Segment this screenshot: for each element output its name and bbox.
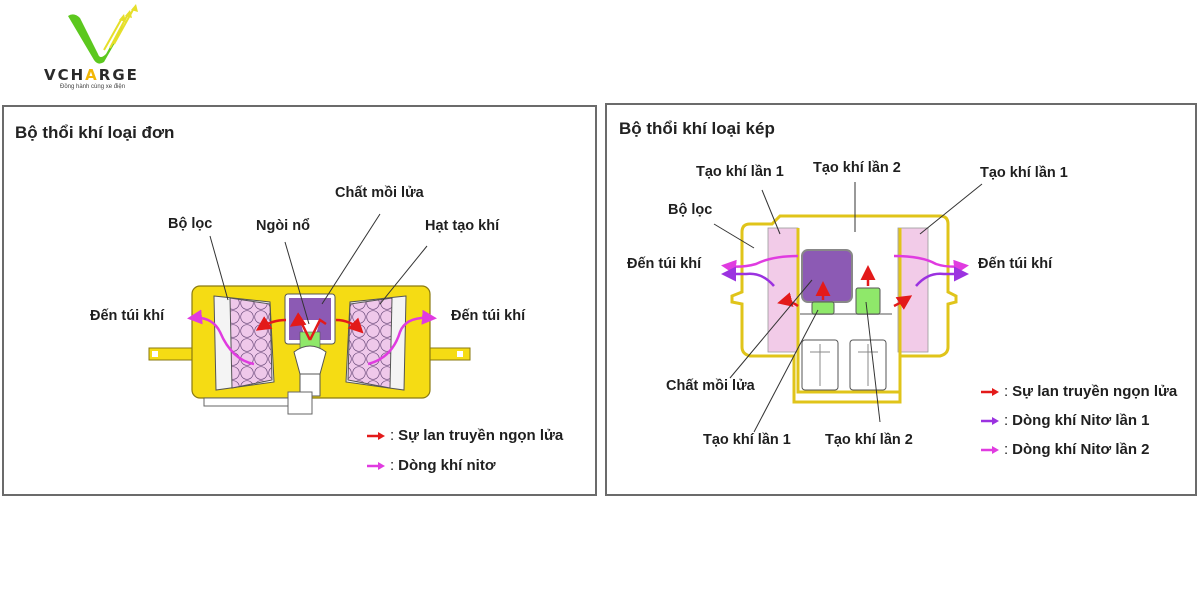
logo-v-arrows-icon xyxy=(68,4,138,64)
panel-title: Bộ thổi khí loại đơn xyxy=(15,123,175,142)
violet-arrow-icon xyxy=(981,416,999,425)
label-gen1-top-left: Tạo khí lần 1 xyxy=(696,164,784,180)
legend-nitrogen-flow-stage-1: : Dòng khí Nitơ lần 1 xyxy=(980,412,1150,429)
label-igniter-agent: Chất mồi lửa xyxy=(335,185,424,201)
label-to-airbag-right: Đến túi khí xyxy=(978,256,1053,272)
dual-stage-inflator-diagram xyxy=(713,182,983,433)
label-filter: Bộ lọc xyxy=(668,202,713,218)
brand-wordmark: VCHARGE xyxy=(44,66,139,84)
brand-tagline: Đồng hành cùng xe điện xyxy=(60,84,126,90)
label-filter: Bộ lọc xyxy=(168,216,213,232)
legend-flame-propagation: : Sự lan truyền ngọn lửa xyxy=(980,383,1177,400)
legend-nitrogen-flow: : Dòng khí nitơ xyxy=(366,457,496,474)
label-to-airbag-left: Đến túi khí xyxy=(627,256,702,272)
legend-flame-propagation: : Sự lan truyền ngọn lửa xyxy=(366,427,563,444)
red-arrow-icon xyxy=(981,387,999,396)
label-squib: Ngòi nổ xyxy=(256,218,310,234)
panel-title: Bộ thổi khí loại kép xyxy=(619,119,775,138)
label-gen1-top-right: Tạo khí lần 1 xyxy=(980,165,1068,181)
magenta-arrow-icon xyxy=(367,461,385,470)
single-stage-panel: Bộ thổi khí loại đơn xyxy=(2,105,597,496)
legend-nitrogen-flow-stage-2: : Dòng khí Nitơ lần 2 xyxy=(980,441,1150,458)
label-gas-granules: Hạt tạo khí xyxy=(425,218,500,234)
magenta-arrow-icon xyxy=(981,445,999,454)
label-to-airbag-left: Đến túi khí xyxy=(90,308,165,324)
label-gen2-top: Tạo khí lần 2 xyxy=(813,160,901,176)
red-arrow-icon xyxy=(367,431,385,440)
label-igniter-agent: Chất mồi lửa xyxy=(666,378,755,394)
label-gen2-bottom: Tạo khí lần 2 xyxy=(825,432,913,448)
vcharge-logo: VCHARGE Đồng hành cùng xe điện xyxy=(40,4,160,94)
dual-stage-panel: Bộ thổi khí loại kép xyxy=(605,103,1197,496)
label-to-airbag-right: Đến túi khí xyxy=(451,308,526,324)
label-gen1-bottom: Tạo khí lần 1 xyxy=(703,432,791,448)
single-stage-inflator-diagram xyxy=(148,213,471,415)
